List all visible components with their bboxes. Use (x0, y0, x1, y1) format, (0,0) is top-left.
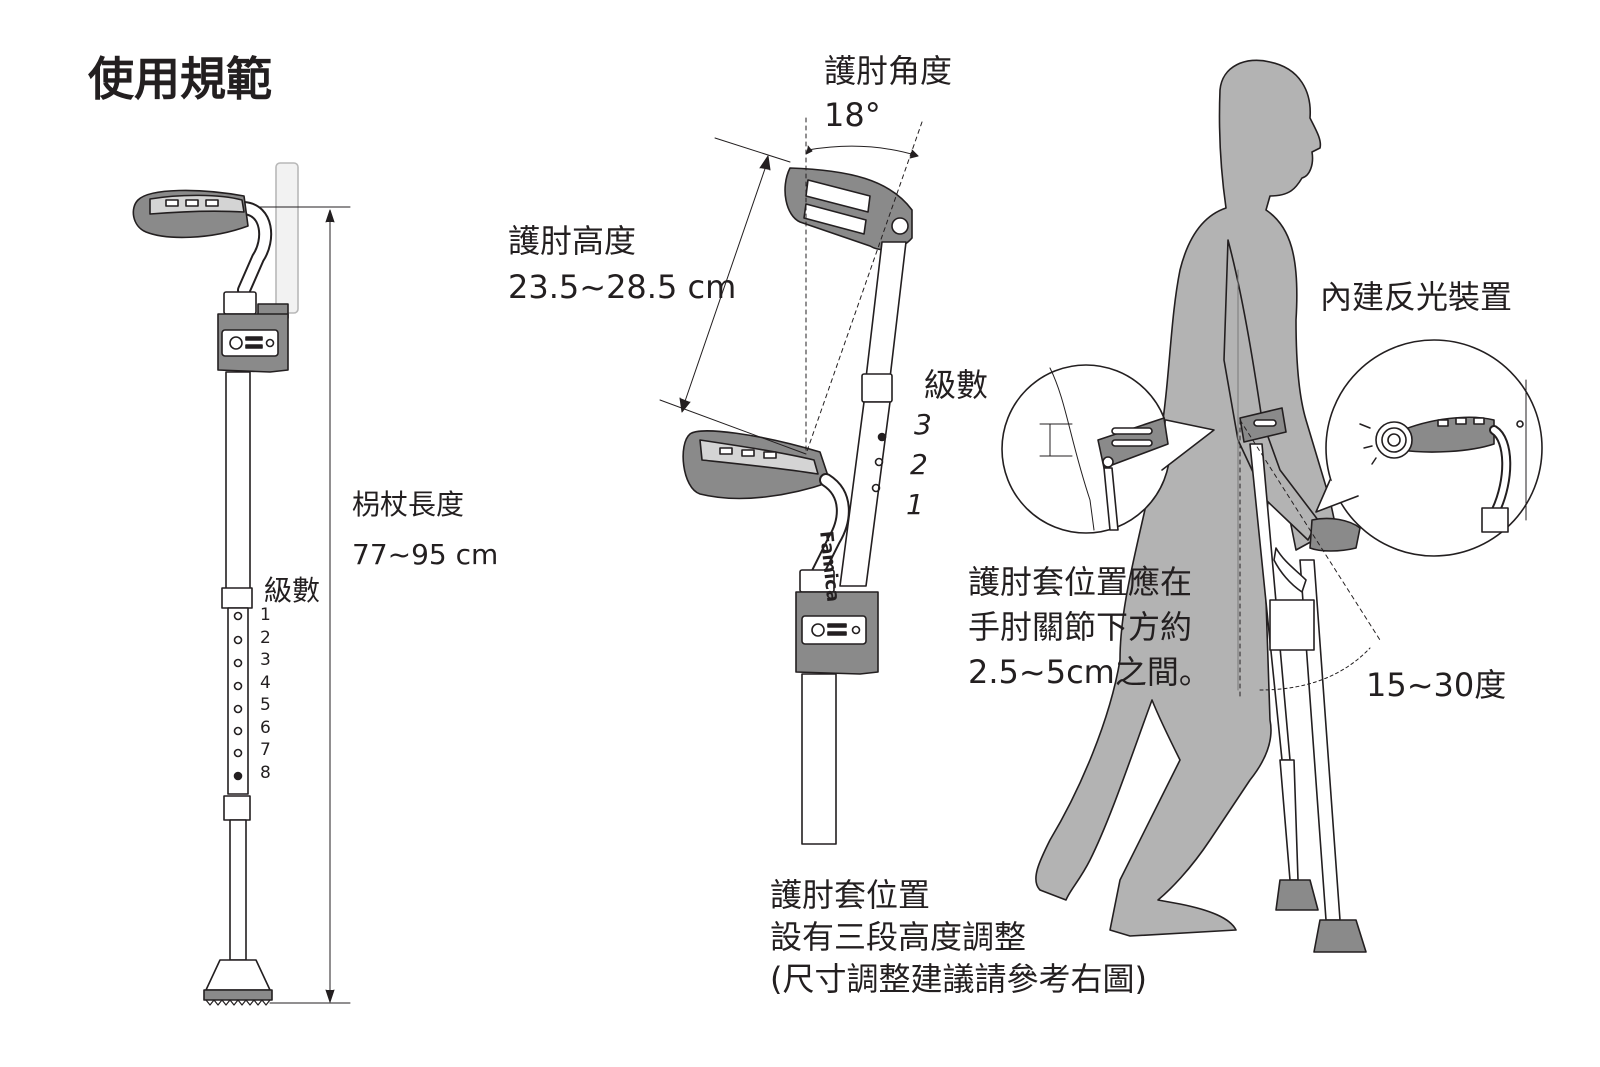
level-number: 1 (906, 488, 924, 521)
note-line: 護肘套位置應在 (968, 563, 1193, 601)
level-number: 6 (260, 717, 271, 738)
elbow-detail (1001, 364, 1215, 534)
level-number: 2 (260, 627, 271, 648)
crutch-angle-range: 15~30度 (1366, 666, 1507, 704)
level-number: 1 (260, 605, 271, 625)
level-number: 8 (260, 762, 271, 783)
reflector-detail (1315, 339, 1543, 557)
note-line: 護肘套位置 (770, 876, 931, 914)
level-number: 3 (260, 650, 271, 670)
cuff-position-note: 護肘套位置 設有三段高度調整 (尺寸調整建議請參考右圖) (770, 874, 1147, 1000)
cuff-angle-label: 護肘角度 (824, 52, 953, 90)
page-title: 使用規範 (88, 52, 272, 106)
note-line: (尺寸調整建議請參考右圖) (770, 960, 1147, 998)
level-number: 2 (910, 448, 928, 481)
note-line: 2.5~5cm之間。 (968, 653, 1211, 691)
level-number: 3 (914, 408, 932, 441)
level-number: 4 (260, 672, 271, 693)
length-dimension (259, 206, 351, 1004)
middle-level-label: 級數 (924, 366, 989, 404)
note-line: 設有三段高度調整 (770, 918, 1027, 956)
crutch-length-value: 77~95 cm (352, 538, 499, 571)
level-number: 5 (260, 695, 271, 715)
middle-crutch (682, 167, 913, 845)
left-level-label: 級數 (264, 574, 321, 607)
level-number: 7 (260, 740, 271, 760)
cuff-height-value: 23.5~28.5 cm (508, 268, 737, 306)
note-line: 手肘關節下方約 (968, 608, 1193, 646)
left-crutch (132, 162, 299, 1006)
cuff-angle-value: 18° (824, 96, 881, 134)
left-level-numbers: 1 2 3 4 5 6 7 8 (260, 604, 271, 784)
reflector-label: 內建反光裝置 (1320, 278, 1513, 316)
crutch-length-label: 枴杖長度 (352, 488, 465, 521)
angle-guides (659, 117, 923, 455)
cuff-height-label: 護肘高度 (508, 222, 637, 260)
elbow-position-note: 護肘套位置應在 手肘關節下方約 2.5~5cm之間。 (968, 560, 1211, 695)
walking-figure (1035, 59, 1381, 953)
